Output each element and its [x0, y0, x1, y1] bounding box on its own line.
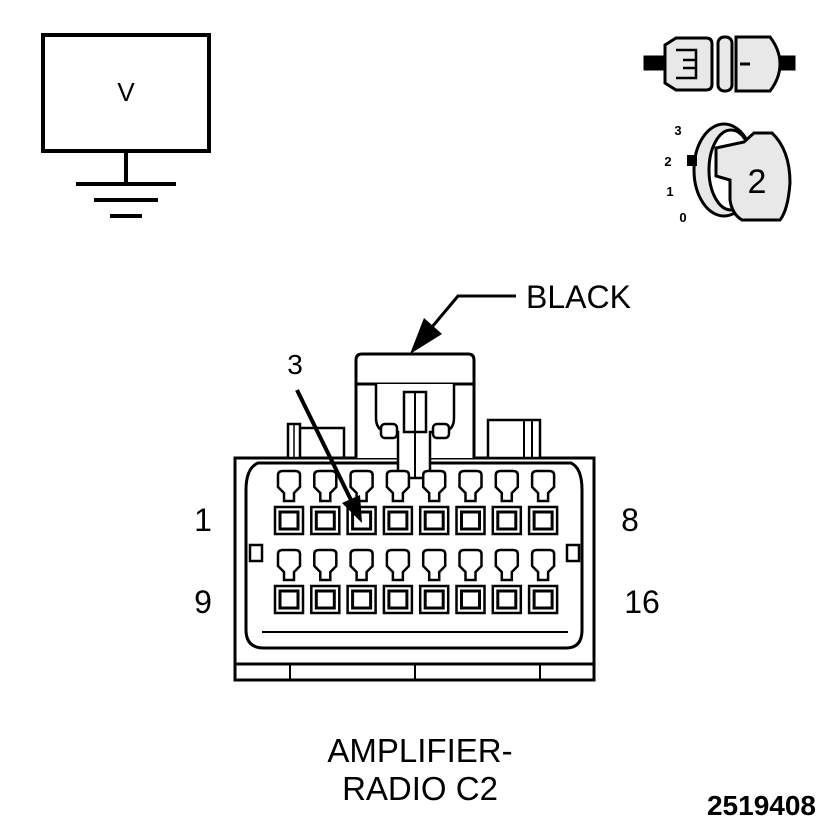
connector-caption-line-1: AMPLIFIER-	[327, 732, 512, 769]
connector-color-label: BLACK	[526, 279, 631, 315]
pin-terminal	[418, 469, 450, 536]
pin-terminal	[346, 548, 377, 615]
disconnected-connector-icon	[643, 35, 796, 93]
connector-caption-line-2: RADIO C2	[342, 770, 498, 807]
key-number: 2	[748, 163, 767, 201]
connector-color-leader	[430, 294, 516, 328]
voltmeter-icon	[41, 33, 211, 218]
pin-terminal	[527, 469, 559, 536]
pin-terminal	[273, 548, 305, 615]
pin-number-label: 1	[194, 502, 212, 538]
pin-terminal	[310, 548, 341, 615]
pin-number-label: 16	[624, 584, 660, 620]
pin-terminal	[455, 469, 486, 536]
pin-number-label: 8	[621, 502, 639, 538]
pin-terminal	[273, 469, 305, 536]
pin-terminal	[491, 469, 523, 536]
pin-terminal	[382, 469, 414, 536]
figure-number: 2519408	[707, 790, 816, 821]
pin-terminal	[310, 469, 341, 536]
pin-cavities	[273, 469, 559, 615]
connector-color-arrowhead	[410, 318, 442, 354]
key-position-label: 3	[674, 123, 681, 138]
pin-terminal	[418, 548, 450, 615]
key-position-label: 1	[666, 184, 673, 199]
key-position-label: 0	[679, 210, 686, 225]
pin-callout-leader	[295, 389, 354, 503]
pin-terminal	[455, 548, 486, 615]
key-position-label: 2	[664, 154, 671, 169]
pin-terminal	[527, 548, 559, 615]
key-positions: 3 2 1 0	[664, 123, 686, 225]
key-position-marker	[687, 155, 697, 166]
pin-callout-label: 3	[287, 349, 303, 380]
voltmeter-label: V	[117, 77, 135, 107]
pin-terminal	[491, 548, 523, 615]
pin-terminal	[382, 548, 414, 615]
pin-number-label: 9	[194, 584, 212, 620]
pin-callout-arrowhead	[342, 495, 362, 523]
ignition-key-icon	[687, 122, 792, 222]
